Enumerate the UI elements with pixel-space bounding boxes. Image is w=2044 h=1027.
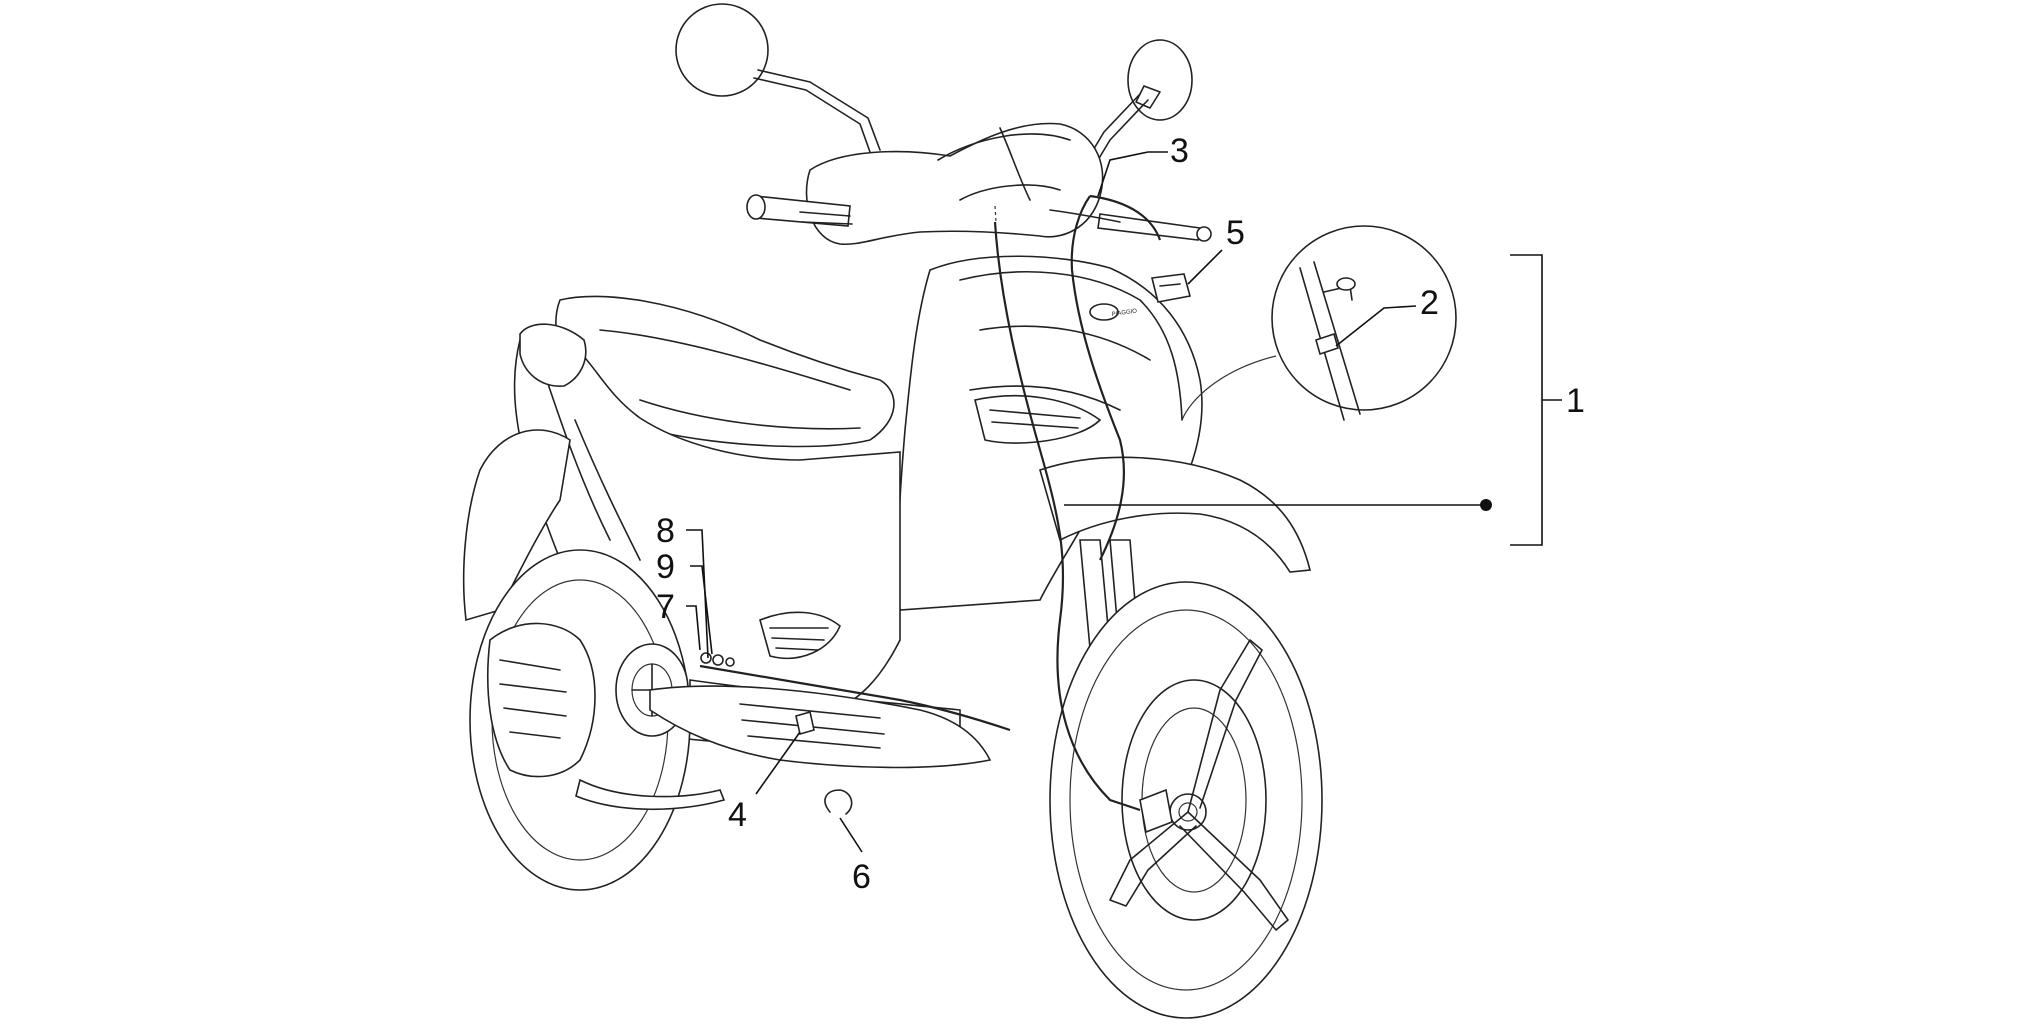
right-mirror bbox=[1085, 39, 1193, 171]
front-shield bbox=[897, 255, 1203, 611]
front-wheel bbox=[1049, 581, 1323, 1019]
clamp-part-4 bbox=[795, 710, 815, 736]
part-label-6: 6 bbox=[852, 858, 871, 896]
brand-logo: PIAGGIO bbox=[1111, 308, 1137, 318]
part-label-3: 3 bbox=[1170, 132, 1189, 170]
muffler bbox=[486, 622, 726, 811]
ring-part-6 bbox=[824, 789, 853, 815]
cable-harness bbox=[699, 194, 1162, 812]
clip-part-5 bbox=[1151, 273, 1192, 303]
part-label-7: 7 bbox=[656, 588, 675, 626]
left-mirror bbox=[675, 3, 881, 153]
part-label-2: 2 bbox=[1420, 284, 1439, 322]
part-label-4: 4 bbox=[728, 796, 747, 834]
floorboard bbox=[649, 685, 992, 769]
part-label-9: 9 bbox=[656, 548, 675, 586]
callout-leaders bbox=[686, 151, 1562, 853]
front-fender bbox=[1039, 456, 1312, 573]
part-label-8: 8 bbox=[656, 512, 675, 550]
handlebar bbox=[746, 122, 1212, 246]
part-label-5: 5 bbox=[1226, 214, 1245, 252]
rear-fender bbox=[462, 429, 571, 622]
part-labels: 1 2 3 4 5 6 7 8 9 bbox=[656, 132, 1585, 896]
detail-magnifier bbox=[1181, 225, 1457, 421]
part-label-1: 1 bbox=[1566, 382, 1585, 420]
scooter-drawing bbox=[462, 3, 1323, 1019]
